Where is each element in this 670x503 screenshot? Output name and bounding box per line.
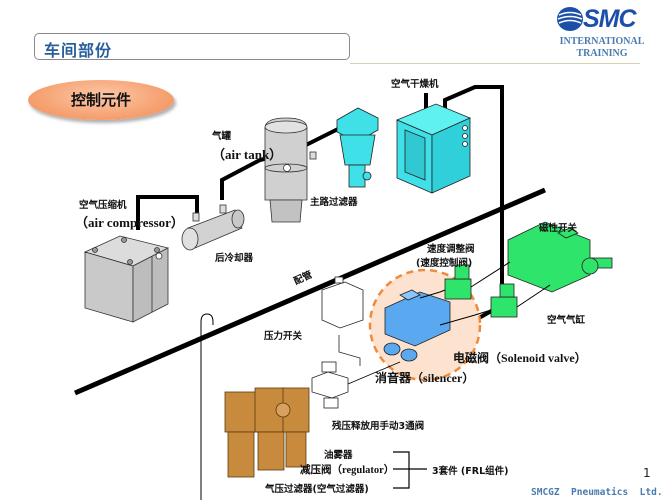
logo-line2: TRAINING	[576, 48, 628, 59]
air-cylinder-unit	[507, 221, 613, 293]
smc-logo: SMC	[555, 4, 655, 34]
aftercooler-unit	[181, 204, 245, 251]
label-compressor-en: （air compressor）	[75, 215, 184, 230]
header-divider	[350, 63, 640, 64]
label-frl-group: 3套件 (FRL组件)	[432, 466, 509, 477]
label-lubricator: 油雾器	[324, 450, 353, 461]
label-air-tank-en: （air tank）	[212, 147, 283, 162]
main-pipe	[74, 187, 546, 396]
section-badge-label: 控制元件	[70, 91, 131, 109]
label-speed-valve-alt: (速度控制阀)	[416, 258, 473, 269]
label-silencer: 消音器（silencer）	[375, 371, 475, 385]
footer-company: SMCGZ Pneumatics Ltd.	[531, 487, 663, 498]
label-solenoid-valve: 电磁阀（Solenoid valve）	[453, 351, 587, 365]
label-main-filter: 主路过滤器	[310, 197, 358, 208]
compressor-unit	[83, 235, 170, 323]
label-filter: 气压过滤器(空气过滤器)	[265, 484, 369, 495]
label-compressor-cn: 空气压缩机	[79, 200, 127, 211]
solenoid-valve-unit	[383, 289, 451, 362]
section-badge	[28, 80, 174, 120]
label-aftercooler: 后冷却器	[215, 253, 254, 264]
title-frame	[34, 33, 350, 60]
smc-brand-text: SMC	[583, 5, 637, 33]
drop-pipe	[200, 313, 214, 500]
residual-pressure-valve-unit	[311, 361, 401, 409]
logo-line1: INTERNATIONAL	[559, 36, 645, 47]
air-dryer-unit	[395, 103, 472, 194]
pressure-switch-unit	[321, 276, 364, 366]
label-air-tank-cn: 气罐	[212, 131, 232, 142]
label-speed-valve: 速度调整阀	[427, 244, 475, 255]
page-title: 车间部份	[44, 41, 113, 60]
frl-bracket	[393, 451, 427, 489]
main-filter-unit	[336, 107, 379, 188]
label-magnetic-switch: 磁性开关	[539, 223, 578, 234]
label-regulator: 减压阀（regulator）	[300, 465, 395, 476]
label-residual-valve: 残压释放用手动3通阀	[332, 421, 425, 432]
smc-logo-swirl-icon	[557, 7, 583, 31]
page-number: 1	[643, 466, 651, 480]
frl-unit	[224, 387, 310, 478]
speed-control-valves	[444, 264, 518, 318]
air-tank-unit	[264, 117, 317, 223]
label-cylinder: 空气气缸	[547, 315, 586, 326]
label-pressure-switch: 压力开关	[264, 331, 303, 342]
label-air-dryer: 空气干燥机	[391, 79, 439, 90]
